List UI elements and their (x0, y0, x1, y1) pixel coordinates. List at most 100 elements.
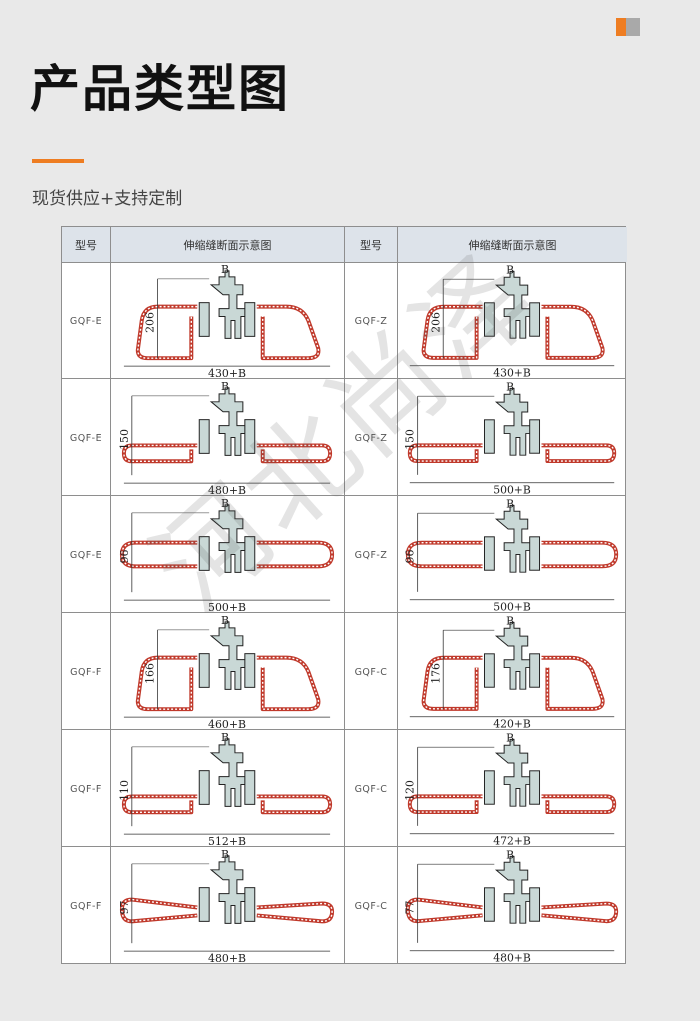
model-cell: GQF-F (70, 666, 102, 678)
model-cell: GQF-Z (354, 549, 388, 561)
height-dim-label: 206 (144, 312, 157, 333)
seal-inner-left (123, 795, 198, 813)
rubber-seal-right (541, 794, 617, 815)
rubber-seal-right (256, 540, 335, 569)
width-dim-label: 500+B (493, 601, 531, 612)
seal-inner-left (407, 898, 483, 922)
model-cell: GQF-C (354, 783, 388, 795)
seal-inner-left (409, 795, 483, 813)
rubber-seal-left (405, 897, 483, 924)
seal-inner-right (256, 656, 320, 710)
anchor-block-left (198, 536, 210, 571)
rubber-seal-right (541, 304, 605, 360)
steel-profile (209, 387, 248, 456)
width-dim-label: 420+B (493, 718, 531, 729)
height-dim-label: 166 (144, 663, 157, 684)
header-model-right: 型号 (345, 227, 397, 262)
anchor-block-left (483, 653, 495, 688)
steel-profile (494, 621, 533, 690)
corner-mark (616, 18, 640, 36)
rubber-seal-left (121, 443, 198, 464)
anchor-block-left (483, 536, 495, 571)
rubber-seal-left (407, 443, 483, 464)
rubber-seal-right (256, 304, 321, 361)
width-dim-label: 480+B (493, 952, 531, 963)
height-dim-label: 150 (404, 429, 417, 450)
col-divider (344, 227, 345, 963)
steel-profile (209, 738, 248, 807)
width-dim-label: 500+B (493, 484, 531, 495)
anchor-block-left (483, 887, 495, 922)
anchor-block-right (529, 887, 541, 922)
steel-profile (209, 855, 248, 924)
anchor-block-left (198, 887, 210, 922)
height-dim-label: 206 (429, 312, 442, 333)
model-cell: GQF-Z (354, 315, 388, 327)
rubber-seal-right (541, 655, 605, 711)
anchor-block-left (198, 302, 210, 337)
seal-inner-right (541, 306, 604, 359)
anchor-block-right (529, 419, 541, 454)
rubber-seal-left (405, 540, 483, 569)
rubber-seal-right (256, 794, 333, 815)
model-cell: GQF-E (69, 432, 103, 444)
model-cell: GQF-Z (354, 432, 388, 444)
width-dim-label: 472+B (493, 835, 531, 846)
width-dim-label: 480+B (208, 484, 246, 495)
anchor-block-right (244, 653, 256, 688)
seal-inner-right (541, 542, 617, 567)
height-dim-label: 77 (404, 900, 417, 914)
seal-inner-right (256, 444, 331, 462)
rubber-seal-right (541, 540, 619, 569)
row-divider (62, 729, 625, 730)
seal-inner-right (541, 795, 615, 813)
steel-profile (209, 504, 248, 573)
row-divider (62, 612, 625, 613)
anchor-block-right (244, 887, 256, 922)
seal-inner-left (409, 444, 483, 462)
anchor-block-left (483, 770, 495, 805)
height-dim-label: 150 (118, 429, 131, 450)
anchor-block-right (529, 536, 541, 571)
seal-inner-right (541, 444, 615, 462)
seal-inner-right (541, 657, 604, 710)
anchor-block-right (529, 653, 541, 688)
gap-b-label: B (506, 731, 514, 744)
page-subtitle: 现货供应+支持定制 (32, 189, 183, 209)
model-cell: GQF-E (69, 315, 103, 327)
gap-b-label: B (221, 848, 229, 861)
col-divider (110, 227, 111, 963)
steel-profile (209, 270, 248, 339)
width-dim-label: 430+B (493, 367, 531, 378)
header-model-left: 型号 (62, 227, 110, 262)
title-accent-line (32, 159, 84, 163)
rubber-seal-right (256, 443, 333, 464)
page-title: 产品类型图 (30, 60, 290, 118)
steel-profile (494, 270, 533, 339)
anchor-block-left (483, 302, 495, 337)
model-cell: GQF-F (70, 900, 102, 912)
steel-profile (494, 855, 533, 924)
row-divider (62, 262, 625, 263)
corner-mark-gray (626, 18, 640, 36)
seal-inner-right (256, 902, 333, 923)
model-cell: GQF-C (354, 900, 388, 912)
gap-b-label: B (221, 614, 229, 627)
